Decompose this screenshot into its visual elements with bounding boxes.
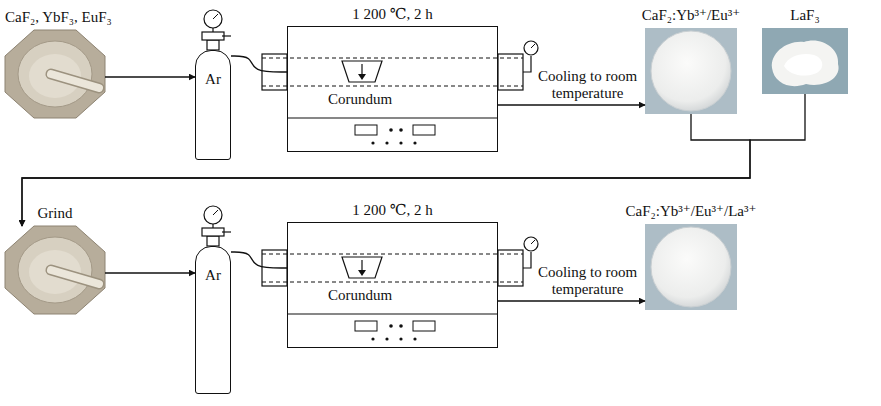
- mortar: Grind: [5, 226, 105, 314]
- node-label: Ar: [205, 267, 221, 284]
- pellet: CaF₂:Yb³⁺/Eu³⁺/La³⁺: [645, 224, 737, 308]
- node-label: Grind: [38, 205, 73, 222]
- tube-furnace: [262, 237, 538, 341]
- mortar: CaF₂, YbF₃, EuF₃: [5, 30, 105, 118]
- powder-photo: [762, 28, 848, 94]
- node-label: Corundum: [328, 287, 392, 304]
- connector: [22, 94, 805, 226]
- connector: [105, 272, 195, 273]
- connector: [231, 56, 287, 72]
- node-label: CaF₂:Yb³⁺/Eu³⁺: [642, 7, 740, 24]
- node-label: Corundum: [328, 91, 392, 108]
- node-label: 1 200 ℃, 2 h: [352, 6, 433, 23]
- node-label: LaF₃: [790, 7, 819, 24]
- connector: [498, 104, 645, 105]
- mortar-photo: [5, 30, 105, 118]
- connector: [498, 300, 645, 301]
- pellet-photo: [645, 224, 737, 310]
- powder: LaF₃: [762, 28, 848, 94]
- node-label: Ar: [205, 71, 221, 88]
- gas-valve: [202, 10, 231, 50]
- connector: [105, 76, 195, 77]
- node-label: CaF₂, YbF₃, EuF₃: [5, 9, 112, 26]
- gas-cylinder: Ar: [195, 246, 231, 394]
- mortar-photo: [5, 226, 105, 314]
- edge-label: Cooling to room temperature: [532, 264, 644, 299]
- gas-cylinder: Ar: [195, 50, 231, 160]
- gas-valve: [202, 206, 231, 246]
- edge-label: Cooling to room temperature: [532, 68, 644, 103]
- furnace-box: 1 200 ℃, 2 hCorundum: [287, 26, 498, 152]
- furnace-box: 1 200 ℃, 2 hCorundum: [287, 222, 498, 348]
- pellet: CaF₂:Yb³⁺/Eu³⁺: [645, 28, 737, 114]
- tube-furnace: [262, 41, 538, 145]
- node-label: 1 200 ℃, 2 h: [352, 202, 433, 219]
- connector: [231, 252, 287, 268]
- node-label: CaF₂:Yb³⁺/Eu³⁺/La³⁺: [626, 203, 757, 220]
- pellet-photo: [645, 28, 737, 114]
